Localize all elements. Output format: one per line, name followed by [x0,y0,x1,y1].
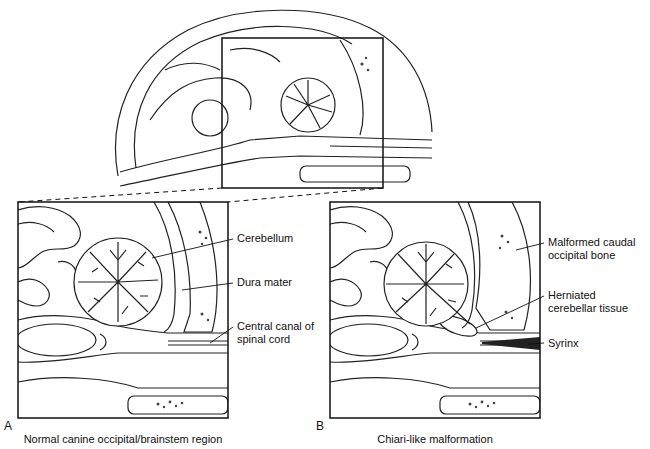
panel-letter: A [4,420,12,433]
part-label: Herniated cerebellar tissue [548,289,646,315]
part-label: Central canal of spinal cord [237,320,323,346]
part-label: Dura mater [237,276,292,289]
panel-caption: Normal canine occipital/brainstem region [24,433,223,446]
panel-caption: Chiari-like malformation [377,433,493,446]
panel-letter: B [316,420,324,433]
part-label: Malformed caudal occipital bone [548,236,646,262]
part-label: Syrinx [548,337,579,350]
part-label: Cerebellum [237,232,293,245]
